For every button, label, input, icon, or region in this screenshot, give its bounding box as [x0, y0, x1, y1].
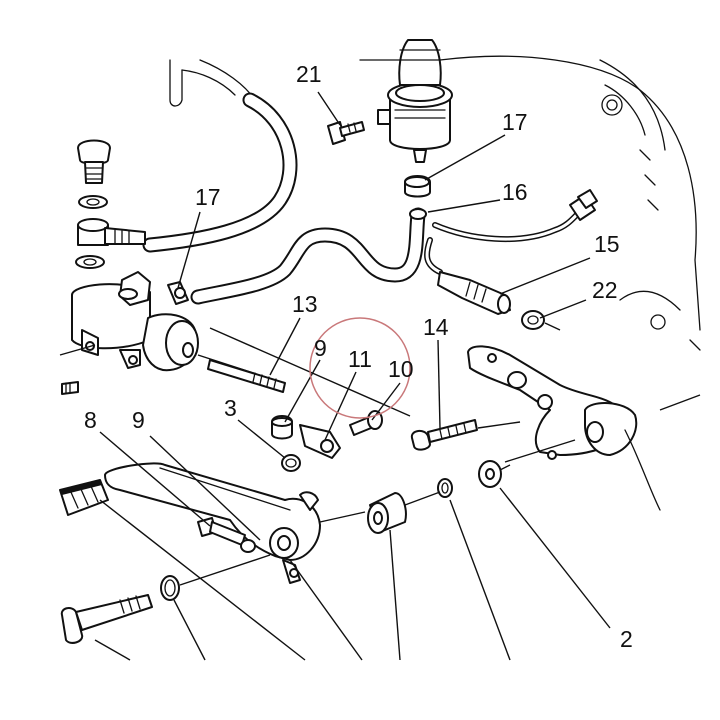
footrest-bracket — [467, 345, 661, 511]
foot-peg-rubber — [59, 479, 109, 516]
circlip-center — [437, 478, 453, 498]
clutch-lever-8 — [104, 462, 321, 584]
frame-tube-left — [169, 59, 256, 107]
clutch-master-cylinder — [71, 271, 199, 372]
callout-21: 21 — [296, 61, 322, 87]
callout-16: 16 — [502, 179, 528, 205]
callout-9-upper: 9 — [314, 335, 327, 361]
callout-15: 15 — [594, 231, 620, 257]
hose-clip-17-upper — [404, 175, 431, 198]
clevis-11 — [299, 424, 341, 459]
clutch-hose-16 — [190, 207, 427, 305]
callout-17-left: 17 — [195, 184, 221, 210]
pivot-bolt — [60, 594, 153, 644]
callout-22: 22 — [592, 277, 618, 303]
rod-end-assembly — [271, 410, 383, 459]
callout-labels: 21 17 17 16 15 22 13 14 9 11 10 3 8 9 2 — [84, 61, 633, 652]
bushing — [367, 492, 407, 534]
banjo-bolt-stack — [75, 139, 146, 269]
callout-8: 8 — [84, 407, 97, 433]
callout-14: 14 — [423, 314, 449, 340]
push-rod-13 — [207, 359, 286, 393]
switch-wire — [424, 189, 598, 275]
circlip-lower — [160, 575, 180, 601]
callout-17-top: 17 — [502, 109, 528, 135]
hose-clip-17-left — [167, 281, 189, 305]
washer-22 — [521, 310, 545, 330]
reservoir-outlet — [413, 149, 427, 163]
callout-10: 10 — [388, 356, 414, 382]
bolt-14 — [410, 419, 478, 451]
callout-11: 11 — [348, 346, 372, 372]
screw-21 — [327, 121, 365, 145]
screw-9-lower — [197, 517, 256, 553]
callout-leaders — [94, 91, 611, 661]
callout-13: 13 — [292, 291, 318, 317]
callout-2: 2 — [620, 626, 633, 652]
bleed-screw — [61, 381, 79, 395]
callout-3: 3 — [224, 395, 237, 421]
brake-switch-15 — [437, 271, 511, 315]
vent-hose — [142, 92, 298, 253]
callout-9-lower: 9 — [132, 407, 145, 433]
highlight-circle — [309, 317, 411, 419]
fluid-reservoir — [377, 39, 453, 163]
washer-2 — [478, 460, 502, 488]
circlip-3 — [281, 454, 301, 472]
